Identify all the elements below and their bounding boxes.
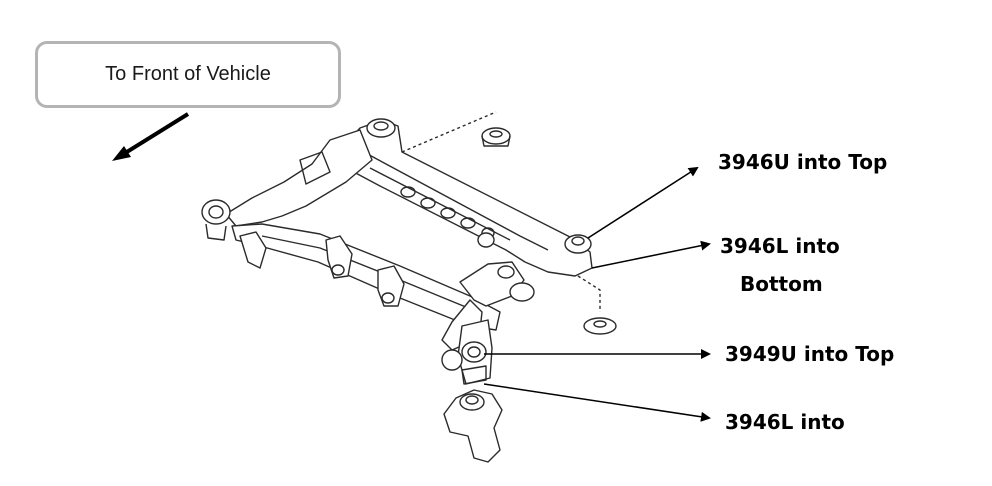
front-of-vehicle-text: To Front of Vehicle: [105, 63, 271, 85]
front-of-vehicle-label: To Front of Vehicle: [35, 41, 341, 108]
arrow-3946u-top: [587, 166, 699, 239]
callout-arrows: [483, 166, 711, 422]
arrow-3946l-bottom: [591, 240, 711, 269]
callout-3946l-lower: 3946L into: [725, 410, 845, 434]
callout-3949u-top: 3949U into Top: [725, 342, 895, 366]
callout-3946u-top: 3946U into Top: [718, 150, 888, 174]
callout-3946l-bottom-line2: Bottom: [740, 272, 823, 296]
callout-3946l-bottom-line1: 3946L into: [720, 234, 840, 258]
arrow-3946l-lower: [483, 383, 711, 422]
front-direction-arrow: [112, 112, 190, 161]
subframe-illustration: [201, 111, 617, 463]
